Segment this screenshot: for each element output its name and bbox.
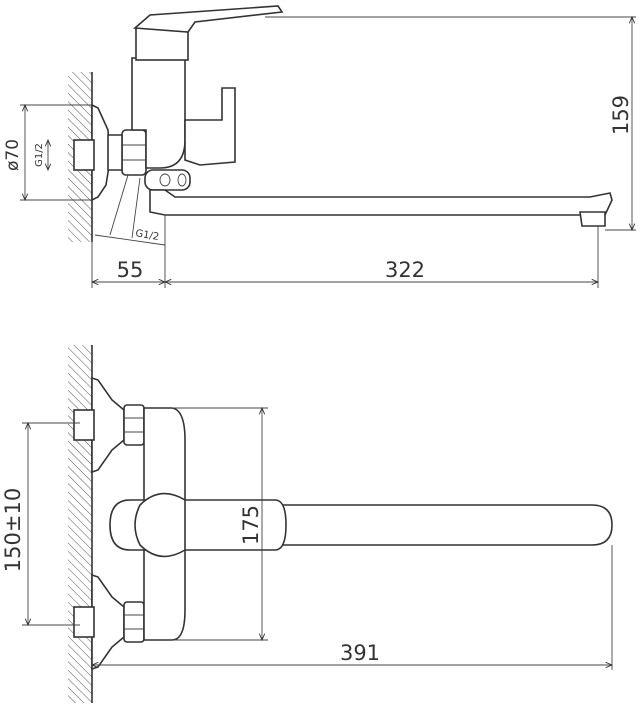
front-view: 175 150±10 391 <box>1 345 612 703</box>
hex-nut-lower <box>123 601 145 643</box>
lever-side <box>133 5 284 33</box>
angled-inlet <box>109 174 141 239</box>
escutcheon-side <box>91 103 111 202</box>
escutcheon-upper <box>91 376 125 474</box>
dim-center-distance: 150±10 <box>1 488 25 572</box>
hex-nut-side <box>121 129 147 176</box>
inlet-pipe <box>73 139 95 171</box>
dim-body-height: 175 <box>239 505 263 545</box>
dim-total-length: 391 <box>340 641 380 665</box>
dim-diameter: ø70 <box>3 139 23 171</box>
spout-side <box>149 189 613 216</box>
spout-front <box>269 504 613 546</box>
dim-thread-inlet: G1/2 <box>34 143 45 167</box>
wall-hatch-bottom <box>68 345 92 703</box>
dim-wall-offset: 55 <box>117 258 144 282</box>
dim-height: 159 <box>609 95 633 135</box>
escutcheon-lower <box>91 573 125 671</box>
dim-thread-outlet: G1/2 <box>134 228 159 243</box>
hex-nut-upper <box>123 404 145 446</box>
diverter-side <box>184 87 236 166</box>
aerator-side <box>579 211 606 227</box>
cartridge-side <box>135 27 189 61</box>
dim-spout-reach: 322 <box>385 258 425 282</box>
side-view: 159 ø70 G1/2 G1/2 55 322 <box>3 5 636 288</box>
